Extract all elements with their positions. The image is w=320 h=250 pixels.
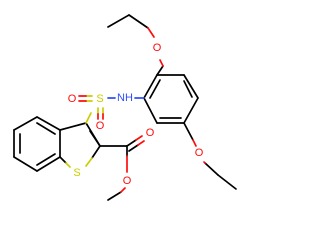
bond xyxy=(36,116,61,131)
bond xyxy=(183,74,199,99)
atom-labels: O NH S O O O O O S xyxy=(68,42,204,187)
atom-s-sulfonyl: S xyxy=(96,93,103,105)
atom-o-carbonyl: O xyxy=(146,127,155,139)
bond-sulfur xyxy=(85,157,93,167)
bond xyxy=(128,14,149,29)
bond-oxygen xyxy=(135,135,143,141)
bond xyxy=(149,79,161,99)
bond-oxygen xyxy=(159,59,164,67)
bond xyxy=(107,14,130,28)
atom-o-sulfonyl-bottom: O xyxy=(96,120,105,132)
bond-oxygen xyxy=(120,187,126,193)
bond-sulfur xyxy=(59,156,67,164)
bond-oxygen xyxy=(203,161,206,164)
bond xyxy=(36,156,61,172)
heteroatom-bonds xyxy=(59,27,206,193)
bond xyxy=(89,130,101,147)
atom-s-thiophene: S xyxy=(73,167,80,179)
bond xyxy=(143,97,158,124)
bond-oxygen xyxy=(126,139,137,147)
atom-o-sulfonyl-left: O xyxy=(68,93,77,105)
bond-oxygen xyxy=(147,27,155,38)
bond-sulfur xyxy=(65,162,71,168)
bond xyxy=(107,191,122,201)
bond-oxygen xyxy=(137,140,145,146)
atom-nh: NH xyxy=(117,92,133,104)
bond-oxygen xyxy=(192,139,197,147)
bond-oxygen xyxy=(128,144,139,152)
molecule-diagram: O NH S O O O O O S xyxy=(13,14,237,201)
bond-sulfur xyxy=(91,145,101,159)
bond-sulfur xyxy=(85,112,92,124)
atom-o-ester: O xyxy=(123,175,132,187)
bond xyxy=(36,122,56,135)
bond xyxy=(59,122,87,131)
bond xyxy=(13,116,38,131)
bond xyxy=(183,122,194,141)
bond xyxy=(217,174,237,190)
bond xyxy=(13,156,38,172)
bond xyxy=(183,97,199,124)
atom-o-ethoxy-top: O xyxy=(153,42,162,54)
bond xyxy=(156,65,164,76)
bond xyxy=(204,162,219,176)
atom-o-ethoxy-bottom: O xyxy=(195,147,204,159)
bond xyxy=(36,153,56,166)
bond xyxy=(143,74,158,99)
bond xyxy=(183,80,193,98)
bond-skeleton xyxy=(13,14,237,201)
